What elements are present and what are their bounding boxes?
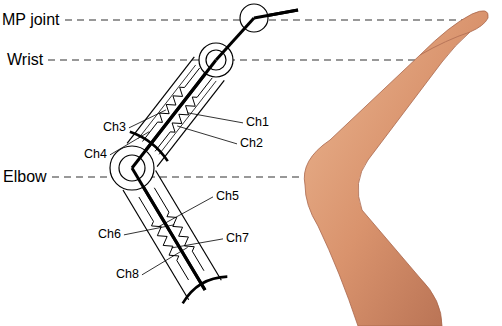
reference-line [48,59,425,60]
link-rail [159,81,216,154]
channel-label: Ch5 [216,190,239,204]
leader-line [124,225,174,235]
leader-line [172,239,223,248]
channel-label: Ch2 [240,137,263,151]
link-rail [139,65,196,138]
channel-label: Ch1 [246,116,269,130]
spring-symbol [139,197,189,280]
link-bar [132,60,216,168]
reference-line [52,176,303,177]
wrist-crease [420,32,470,55]
arm-mechanism [110,4,298,303]
joint-label: Wrist [7,51,43,69]
link-bar [132,168,205,290]
channel-label: Ch7 [226,232,249,246]
link-rail [132,60,216,168]
finger-link [254,10,298,18]
link-rail [132,168,205,290]
channel-label: Ch4 [84,148,107,162]
leader-line [187,113,243,123]
channel-label: Ch8 [116,268,139,282]
link-bar [216,18,254,60]
spring-symbol [154,188,204,271]
spring-symbol [155,78,212,151]
channel-label: Ch3 [103,121,126,135]
leader-line [129,110,166,128]
human-arm [304,11,488,326]
leader-line [159,197,213,227]
leader-line [110,132,149,155]
joint-label: MP joint [2,11,60,29]
channel-label: Ch6 [98,228,121,242]
link-rail [216,18,254,60]
joint-label: Elbow [3,168,47,186]
leader-line [177,126,237,144]
leader-line [142,247,188,275]
